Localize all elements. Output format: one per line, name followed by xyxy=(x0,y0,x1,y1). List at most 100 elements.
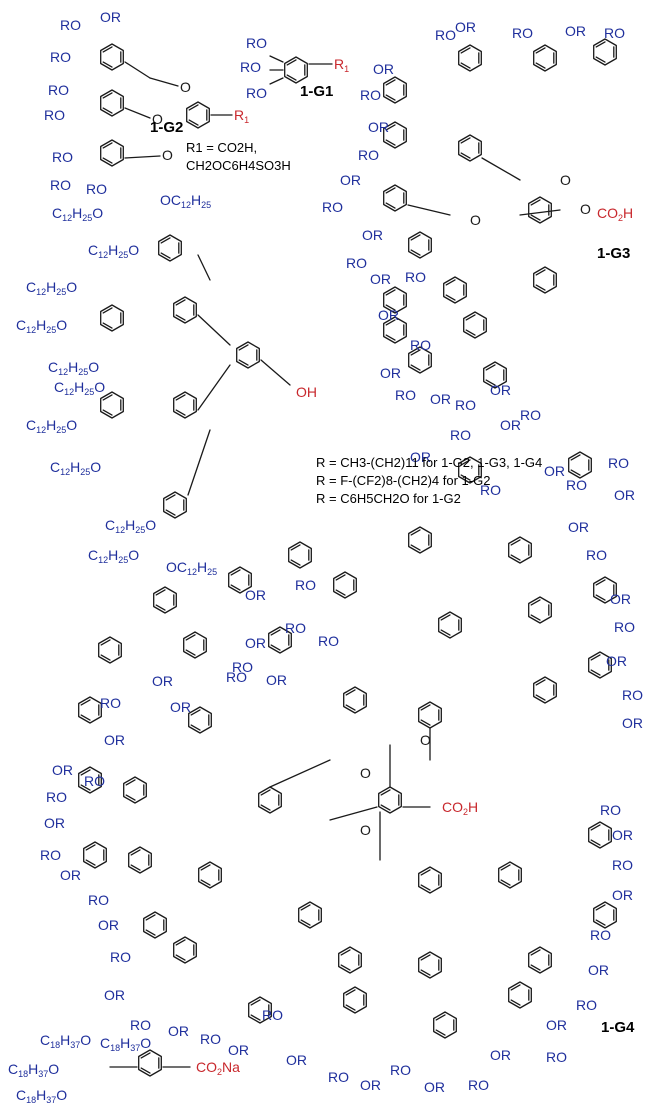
bond xyxy=(519,209,561,216)
benzene-ring xyxy=(438,611,462,639)
atom-label-ro: RO xyxy=(60,17,81,33)
atom-label-or: OR xyxy=(360,1077,381,1093)
atom-label-or: OR xyxy=(100,9,121,25)
benzene-ring xyxy=(228,566,252,594)
aromatic-bond xyxy=(85,859,96,866)
aromatic-bond xyxy=(510,539,521,546)
aromatic-bond xyxy=(100,654,111,661)
atom-label-c12: C12H25O xyxy=(52,205,103,223)
atom-label-or: OR xyxy=(228,1042,249,1058)
atom-label-c12: C12H25O xyxy=(26,279,77,297)
benzene-ring xyxy=(173,391,197,419)
atom-label-or: OR xyxy=(614,487,635,503)
atom-label-ro: RO xyxy=(450,427,471,443)
aromatic-bond xyxy=(286,59,297,66)
atom-label-ro: RO xyxy=(84,773,105,789)
aromatic-bond xyxy=(260,789,271,796)
benzene-ring xyxy=(343,986,367,1014)
benzene-ring xyxy=(284,56,308,84)
benzene-ring xyxy=(458,134,482,162)
benzene-ring xyxy=(98,636,122,664)
aromatic-bond xyxy=(380,789,391,796)
atom-label-o: O xyxy=(360,822,371,838)
aromatic-bond xyxy=(410,364,421,371)
aromatic-bond xyxy=(460,62,471,69)
atom-label-ro: RO xyxy=(86,181,107,197)
benzene-ring xyxy=(383,316,407,344)
atom-label-ro: RO xyxy=(246,85,267,101)
aromatic-bond xyxy=(385,334,396,341)
atom-label-c12: C12H25O xyxy=(54,379,105,397)
aromatic-bond xyxy=(102,61,113,68)
benzene-ring xyxy=(568,451,592,479)
bond xyxy=(149,77,179,87)
benzene-ring xyxy=(483,361,507,389)
atom-label-or: OR xyxy=(606,653,627,669)
benzene-ring xyxy=(83,841,107,869)
aromatic-bond xyxy=(145,914,156,921)
aromatic-bond xyxy=(460,474,471,481)
atom-label-or: OR xyxy=(168,1023,189,1039)
benzene-ring xyxy=(153,586,177,614)
aromatic-bond xyxy=(590,839,601,846)
aromatic-bond xyxy=(460,47,471,54)
aromatic-bond xyxy=(530,964,541,971)
benzene-ring xyxy=(408,231,432,259)
atom-label-ro: RO xyxy=(346,255,367,271)
atom-label-ro: RO xyxy=(546,1049,567,1065)
atom-label-or: OR xyxy=(104,987,125,1003)
aromatic-bond xyxy=(130,864,141,871)
aromatic-bond xyxy=(250,999,261,1006)
aromatic-bond xyxy=(445,294,456,301)
atom-label-ro: RO xyxy=(576,997,597,1013)
atom-label-ro: RO xyxy=(512,25,533,41)
benzene-ring xyxy=(383,184,407,212)
aromatic-bond xyxy=(530,614,541,621)
aromatic-bond xyxy=(595,41,606,48)
benzene-ring xyxy=(383,76,407,104)
aromatic-bond xyxy=(188,104,199,111)
aromatic-bond xyxy=(188,119,199,126)
aromatic-bond xyxy=(485,364,496,371)
atom-label-co2h: CO2H xyxy=(597,205,633,223)
benzene-ring xyxy=(463,311,487,339)
aromatic-bond xyxy=(140,1067,151,1074)
atom-label-ro: RO xyxy=(566,477,587,493)
atom-label-or: OR xyxy=(430,391,451,407)
atom-label-o: O xyxy=(180,79,191,95)
benzene-ring xyxy=(163,491,187,519)
aromatic-bond xyxy=(80,699,91,706)
atom-label-ro: RO xyxy=(200,1031,221,1047)
atom-label-or: OR xyxy=(340,172,361,188)
atom-label-ro: RO xyxy=(110,949,131,965)
atom-label-ro: RO xyxy=(410,337,431,353)
atom-label-or: OR xyxy=(245,587,266,603)
benzene-ring xyxy=(138,1049,162,1077)
aromatic-bond xyxy=(185,634,196,641)
aromatic-bond xyxy=(345,989,356,996)
benzene-ring xyxy=(186,101,210,129)
benzene-ring xyxy=(593,38,617,66)
bond xyxy=(260,359,291,386)
atom-label-or: OR xyxy=(622,715,643,731)
atom-label-ro: RO xyxy=(44,107,65,123)
aromatic-bond xyxy=(410,529,421,536)
aromatic-bond xyxy=(460,137,471,144)
aromatic-bond xyxy=(260,804,271,811)
aromatic-bond xyxy=(590,824,601,831)
atom-label-or: OR xyxy=(612,827,633,843)
atom-label-ro: RO xyxy=(52,149,73,165)
benzene-ring xyxy=(333,571,357,599)
bond xyxy=(329,806,378,821)
aromatic-bond xyxy=(570,454,581,461)
aromatic-bond xyxy=(155,589,166,596)
benzene-ring xyxy=(100,139,124,167)
bond-lines xyxy=(109,55,561,1068)
aromatic-bond xyxy=(440,614,451,621)
benzene-ring xyxy=(78,766,102,794)
atom-label-ro: RO xyxy=(246,35,267,51)
atom-label-ro: RO xyxy=(88,892,109,908)
aromatic-bond xyxy=(440,629,451,636)
aromatic-bond xyxy=(535,284,546,291)
aromatic-bond xyxy=(102,107,113,114)
